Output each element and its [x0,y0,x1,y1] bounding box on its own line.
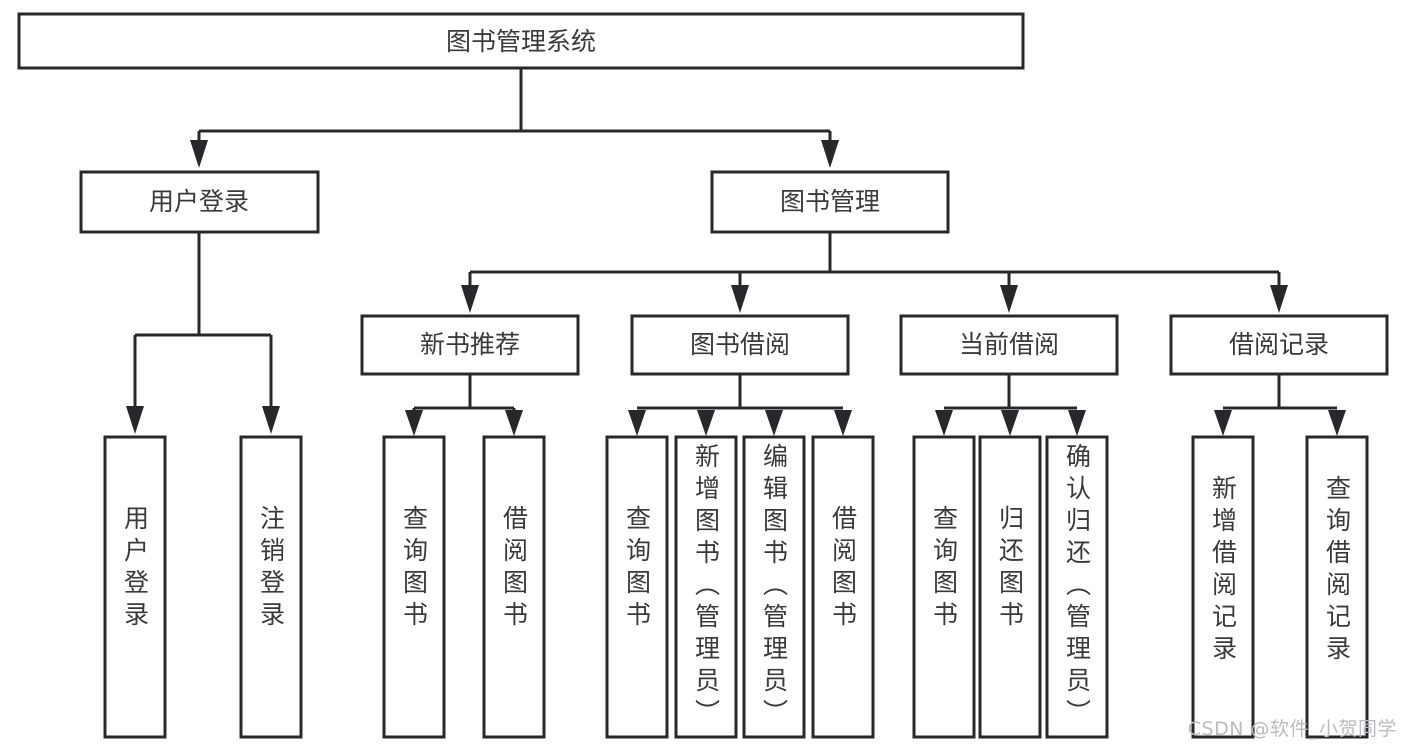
leaf-box-current-borrow-1[interactable] [912,435,976,739]
leaf-box-borrow-record-2[interactable] [1305,435,1369,739]
book-borrow-label: 图书借阅 [690,330,790,359]
arrow-to-new-book [461,285,479,313]
leaf-box-book-borrow-3[interactable] [742,435,806,739]
csdn-watermark: CSDN @软件_小贺同学 [1187,718,1397,740]
arrow-leaf-book-borrow-1 [628,410,646,436]
node-root[interactable]: 图书管理系统 [17,12,1025,70]
leaf-box-user-login-2[interactable] [239,435,303,739]
arrow-leaf-new-book-2 [505,410,523,436]
node-user-login[interactable]: 用户登录 [79,170,320,234]
leaf-box-book-borrow-1[interactable] [605,435,669,739]
node-book-borrow[interactable]: 图书借阅 [630,314,850,376]
borrow-record-label: 借阅记录 [1229,330,1329,359]
borrow-record-box[interactable] [1169,314,1389,376]
arrow-leaf-book-borrow-3 [765,410,783,436]
new-book-recommend-label: 新书推荐 [420,330,520,359]
leaf-box-new-book-2[interactable] [482,435,546,739]
arrow-to-current-borrow [1000,285,1018,313]
arrow-leaf-current-borrow-1 [935,410,953,436]
leaf-box-new-book-1[interactable] [382,435,446,739]
current-borrow-box[interactable] [899,314,1119,376]
arrow-leaf-user-login-1 [126,406,144,434]
arrow-to-borrow-record [1270,285,1288,313]
root-label: 图书管理系统 [446,27,596,56]
leaf-box-current-borrow-3[interactable] [1045,435,1109,739]
arrow-leaf-current-borrow-3 [1068,410,1086,436]
node-new-book-recommend[interactable]: 新书推荐 [360,314,580,376]
node-current-borrow[interactable]: 当前借阅 [899,314,1119,376]
leaf-box-book-borrow-4[interactable] [811,435,875,739]
arrow-to-book-borrow [731,285,749,313]
arrow-leaf-new-book-1 [405,410,423,436]
book-manage-box[interactable] [710,170,950,234]
new-book-recommend-box[interactable] [360,314,580,376]
leaf-box-borrow-record-1[interactable] [1191,435,1255,739]
root-box[interactable] [17,12,1025,70]
arrow-to-book-manage [821,140,839,168]
arrow-leaf-borrow-record-1 [1214,410,1232,436]
arrow-leaf-user-login-2 [262,406,280,434]
arrow-leaf-borrow-record-2 [1328,410,1346,436]
leaf-box-user-login-1[interactable] [103,435,167,739]
arrow-leaf-book-borrow-4 [834,410,852,436]
leaf-box-book-borrow-2[interactable] [674,435,738,739]
arrow-to-user-login [190,140,208,168]
book-borrow-box[interactable] [630,314,850,376]
arrow-leaf-book-borrow-2 [697,410,715,436]
arrow-leaf-current-borrow-2 [1001,410,1019,436]
user-login-label: 用户登录 [149,187,249,216]
leaf-box-current-borrow-2[interactable] [978,435,1042,739]
current-borrow-label: 当前借阅 [959,330,1059,359]
node-borrow-record[interactable]: 借阅记录 [1169,314,1389,376]
node-book-manage[interactable]: 图书管理 [710,170,950,234]
book-manage-label: 图书管理 [780,187,880,216]
